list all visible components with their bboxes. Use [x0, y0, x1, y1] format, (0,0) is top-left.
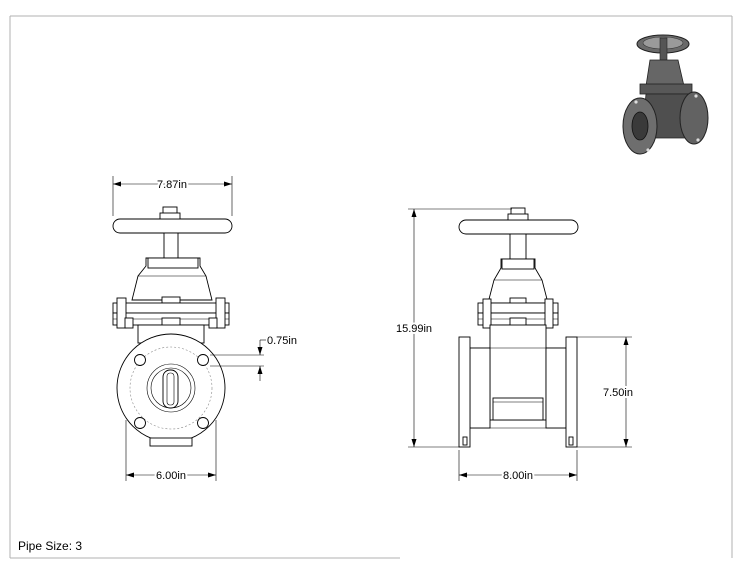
- end-flange-left: [458, 336, 471, 448]
- end-flange-right: [565, 336, 578, 448]
- dim-label-flange: 6.00in: [156, 470, 186, 482]
- dim-label-overall-height: 15.99in: [396, 323, 432, 335]
- side-dimensions: [408, 208, 632, 481]
- front-dimensions: [112, 176, 266, 481]
- bolt-hole: [134, 354, 146, 366]
- bolt-hole: [134, 417, 146, 429]
- dim-label-face-to-face: 8.00in: [503, 470, 533, 482]
- pipe-size-label: Pipe Size: 3: [18, 539, 83, 553]
- handwheel-front: [112, 218, 233, 234]
- dim-label-center-height: 7.50in: [603, 387, 633, 399]
- isometric-valve-preview: [622, 34, 709, 155]
- bonnet-front: [131, 257, 213, 301]
- bolt-hole: [197, 417, 209, 429]
- handwheel-side: [458, 219, 579, 235]
- dim-label-bolt-hole: 0.75in: [267, 335, 297, 347]
- stem-front: [163, 232, 179, 259]
- front-view: [112, 206, 233, 447]
- sheet-frame: [9, 15, 733, 559]
- bolt-hole: [197, 354, 209, 366]
- bonnet-flange-front: [112, 302, 230, 314]
- dim-label-handwheel: 7.87in: [157, 179, 187, 191]
- side-view: [458, 207, 579, 448]
